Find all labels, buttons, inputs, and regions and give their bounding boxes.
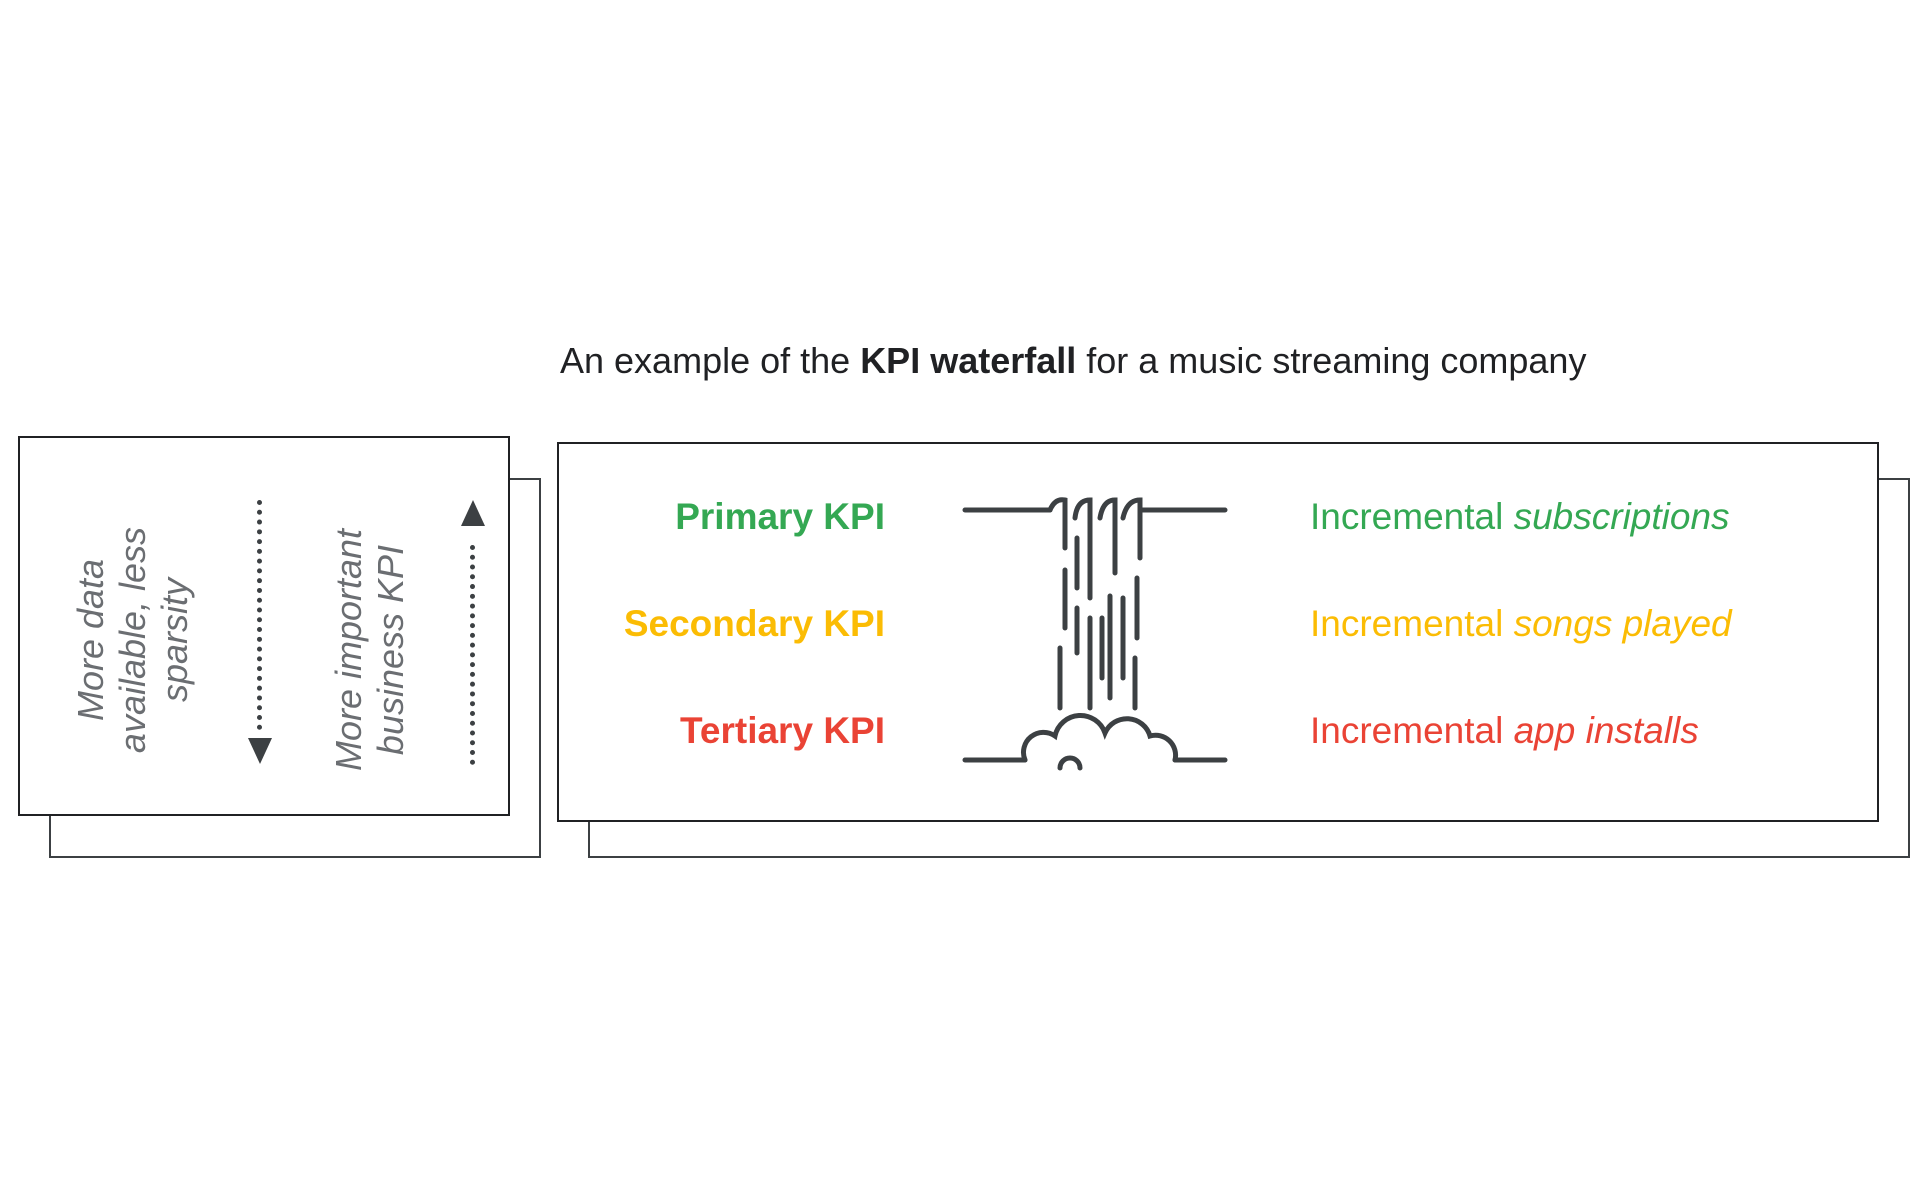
desc-prefix: Incremental xyxy=(1310,496,1514,537)
tertiary-kpi-desc: Incremental app installs xyxy=(1310,710,1699,752)
desc-italic: songs played xyxy=(1513,603,1732,644)
secondary-kpi-label: Secondary KPI xyxy=(623,603,885,644)
desc-prefix: Incremental xyxy=(1310,710,1514,751)
desc-italic: app installs xyxy=(1513,710,1699,751)
arrow-down-icon xyxy=(248,738,272,764)
primary-kpi-label: Primary KPI xyxy=(675,496,885,537)
dotted-line-down xyxy=(257,500,262,730)
arrow-up-icon xyxy=(461,500,485,526)
primary-kpi-desc: Incremental subscriptions xyxy=(1310,496,1730,538)
desc-italic: subscriptions xyxy=(1513,496,1730,537)
diagram-title: An example of the KPI waterfall for a mu… xyxy=(560,340,1920,382)
data-availability-label: More data available, less sparsity xyxy=(70,526,195,754)
dotted-line-up xyxy=(470,545,475,765)
title-suffix: for a music streaming company xyxy=(1076,340,1587,381)
desc-prefix: Incremental xyxy=(1310,603,1514,644)
title-prefix: An example of the xyxy=(560,340,861,381)
importance-label: More important business KPI xyxy=(328,528,411,772)
secondary-kpi-desc: Incremental songs played xyxy=(1310,603,1732,645)
title-bold: KPI waterfall xyxy=(860,340,1077,381)
tertiary-kpi-label: Tertiary KPI xyxy=(680,710,885,751)
waterfall-icon xyxy=(962,497,1228,771)
